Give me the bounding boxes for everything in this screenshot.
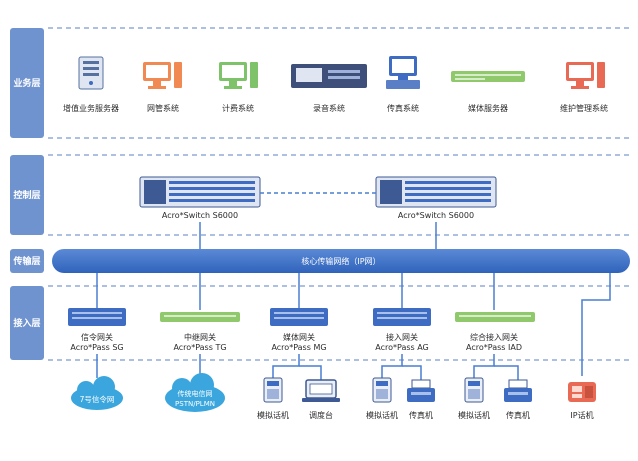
phone-icon [263, 377, 283, 403]
gateway-model: Acro*Pass SG [70, 343, 123, 352]
layer-label-transport: 传输层 [12, 255, 40, 267]
terminal-label: 模拟话机 [257, 410, 289, 420]
business-node-label: 网管系统 [147, 103, 179, 113]
backbone-label: 核心传输网络（IP网） [301, 256, 380, 266]
gateway-name: 信令网关 [81, 332, 113, 342]
gateway-device-icon [68, 308, 126, 326]
cloud-icon: 7号信令网 [71, 376, 123, 410]
layer-bar-transport: 传输层 [10, 249, 44, 273]
softswitch-device-icon [375, 176, 497, 208]
business-node-label: 计费系统 [222, 103, 254, 113]
business-node-label: 媒体服务器 [468, 103, 508, 113]
terminal-label: 传真机 [506, 410, 530, 420]
gateway-name: 中继网关 [184, 332, 216, 342]
business-node-label: 录音系统 [313, 103, 345, 113]
console-icon [302, 379, 340, 402]
pc-orange-icon [143, 62, 182, 89]
layer-bar-control: 控制层 [10, 155, 44, 235]
server-tower-icon [78, 56, 104, 90]
terminal-label: IP话机 [570, 410, 593, 420]
business-node-label: 增值业务服务器 [63, 103, 119, 113]
layer-label-access: 接入层 [13, 317, 40, 329]
business-node-label: 维护管理系统 [560, 103, 608, 113]
layer-bar-access: 接入层 [10, 286, 44, 360]
terminal-label: 模拟话机 [458, 410, 490, 420]
access-uplinks [96, 273, 495, 310]
layer-separators [48, 27, 632, 361]
control-uplinks [199, 222, 437, 249]
switch-label: Acro*Switch S6000 [162, 211, 238, 220]
core-ip-backbone: 核心传输网络（IP网） [52, 249, 630, 273]
gateway-model: Acro*Pass IAD [466, 343, 522, 352]
terminal-label: 传真机 [409, 410, 433, 420]
phone-icon [372, 377, 392, 403]
terminal-label: 模拟话机 [366, 410, 398, 420]
fax-icon [504, 379, 532, 402]
terminal-label: 调度台 [309, 410, 333, 420]
switch-label: Acro*Switch S6000 [398, 211, 474, 220]
gateway-name: 接入网关 [386, 332, 418, 342]
rack-server-green-icon [451, 71, 525, 82]
gateway-device-icon [160, 312, 240, 322]
gateway-device-icon [455, 312, 535, 322]
pc-red-icon [566, 62, 605, 89]
recorder-device-icon [291, 64, 367, 88]
fax-icon [407, 379, 435, 402]
business-node-label: 传真系统 [387, 103, 419, 113]
cloud-label: PSTN/PLMN [175, 400, 215, 408]
gateway-device-icon [270, 308, 328, 326]
gateway-name: 综合接入网关 [470, 332, 518, 342]
cloud-label: 7号信令网 [80, 394, 115, 404]
phone-icon [464, 377, 484, 403]
gateway-device-icon [373, 308, 431, 326]
layer-label-business: 业务层 [13, 77, 40, 89]
terminal-links [96, 273, 611, 380]
gateway-model: Acro*Pass AG [375, 343, 429, 352]
pc-blue-icon [386, 56, 420, 89]
gateway-name: 媒体网关 [283, 332, 315, 342]
gateway-model: Acro*Pass MG [271, 343, 326, 352]
gateway-model: Acro*Pass TG [173, 343, 226, 352]
layer-label-control: 控制层 [13, 189, 40, 201]
layer-bar-business: 业务层 [10, 28, 44, 138]
cloud-icon: 传统电信网 PSTN/PLMN [165, 373, 225, 412]
pc-green-icon [219, 62, 258, 89]
ip-phone-icon [568, 382, 596, 402]
softswitch-device-icon [139, 176, 261, 208]
cloud-label: 传统电信网 [178, 389, 213, 398]
